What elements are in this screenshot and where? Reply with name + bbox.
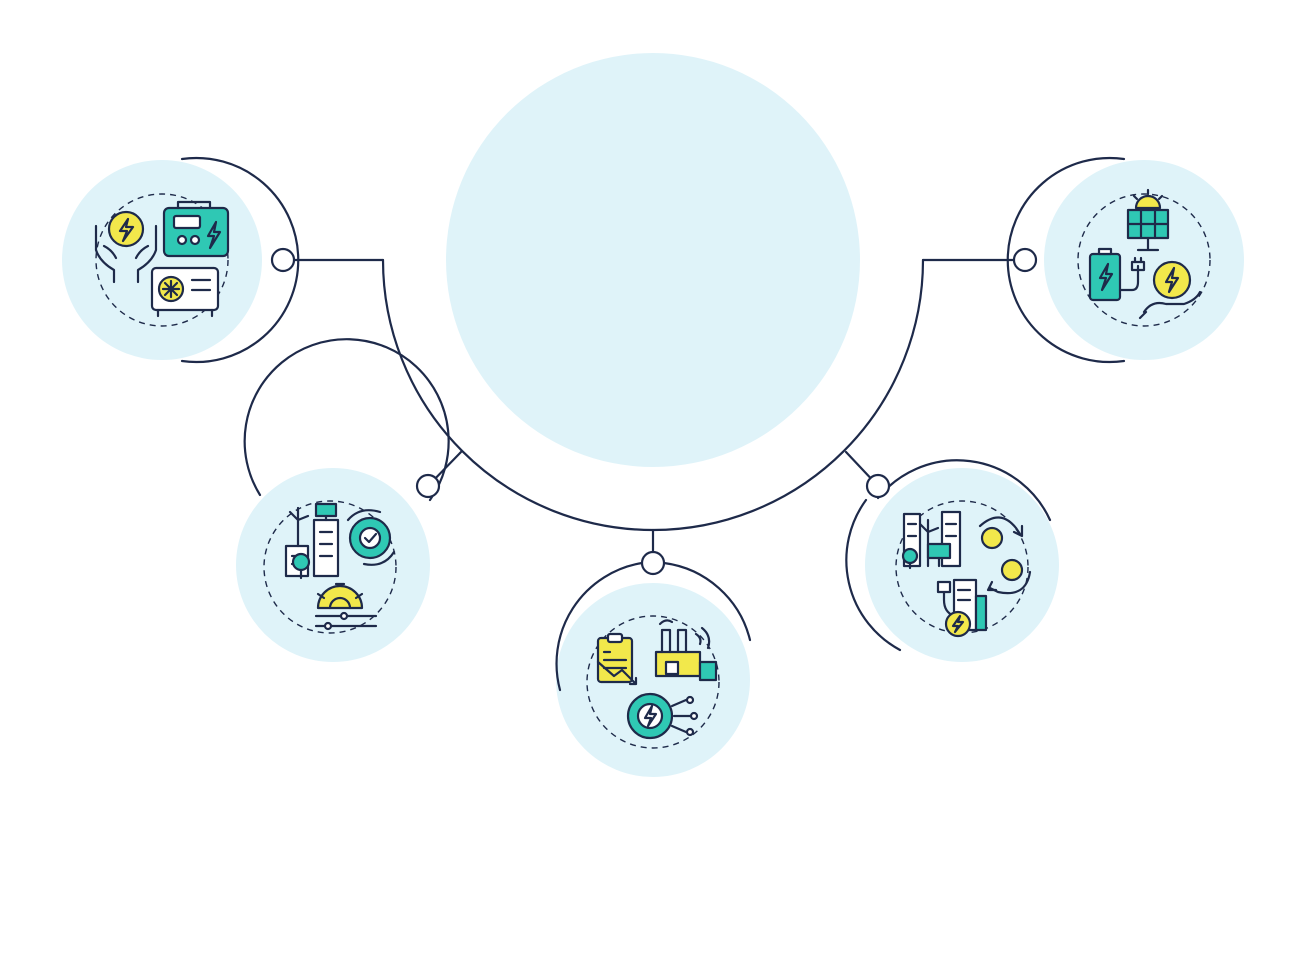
node-5-fill (1044, 160, 1244, 360)
node-4-ring (876, 459, 1052, 522)
node-2-connector-dot[interactable] (415, 473, 441, 499)
node-5-group[interactable] (1006, 156, 1244, 364)
node-3-dashed-ring (586, 615, 720, 749)
node-4-group[interactable] (845, 459, 1059, 662)
node-1-group[interactable] (62, 156, 300, 364)
node-3-ring (555, 561, 644, 692)
node-3-connector-dot[interactable] (640, 550, 666, 576)
node-5-dashed-ring (1077, 193, 1211, 327)
node-2-dashed-ring (263, 500, 397, 634)
node-1-ring (180, 156, 300, 364)
node-4-ring-left (845, 498, 902, 652)
center-circle (446, 53, 860, 467)
node-3-group[interactable] (555, 550, 752, 777)
energy-devices-icon (94, 200, 230, 318)
renewable-cycle-icon (901, 510, 1032, 638)
smart-city-settings-icon (284, 502, 396, 631)
node-3-fill (556, 583, 750, 777)
node-4-connector-dot[interactable] (865, 473, 891, 499)
node-1-dashed-ring (95, 193, 229, 327)
node-2-group[interactable] (236, 338, 450, 662)
node-2-ring (243, 338, 450, 502)
solar-battery-icon (1088, 188, 1202, 320)
node-1-connector-dot[interactable] (270, 247, 296, 273)
node-5-ring (1006, 156, 1126, 364)
node-5-connector-dot[interactable] (1012, 247, 1038, 273)
node-3-ring-right (662, 561, 752, 642)
industrial-energy-cost-icon (596, 619, 718, 740)
node-1-fill (62, 160, 262, 360)
